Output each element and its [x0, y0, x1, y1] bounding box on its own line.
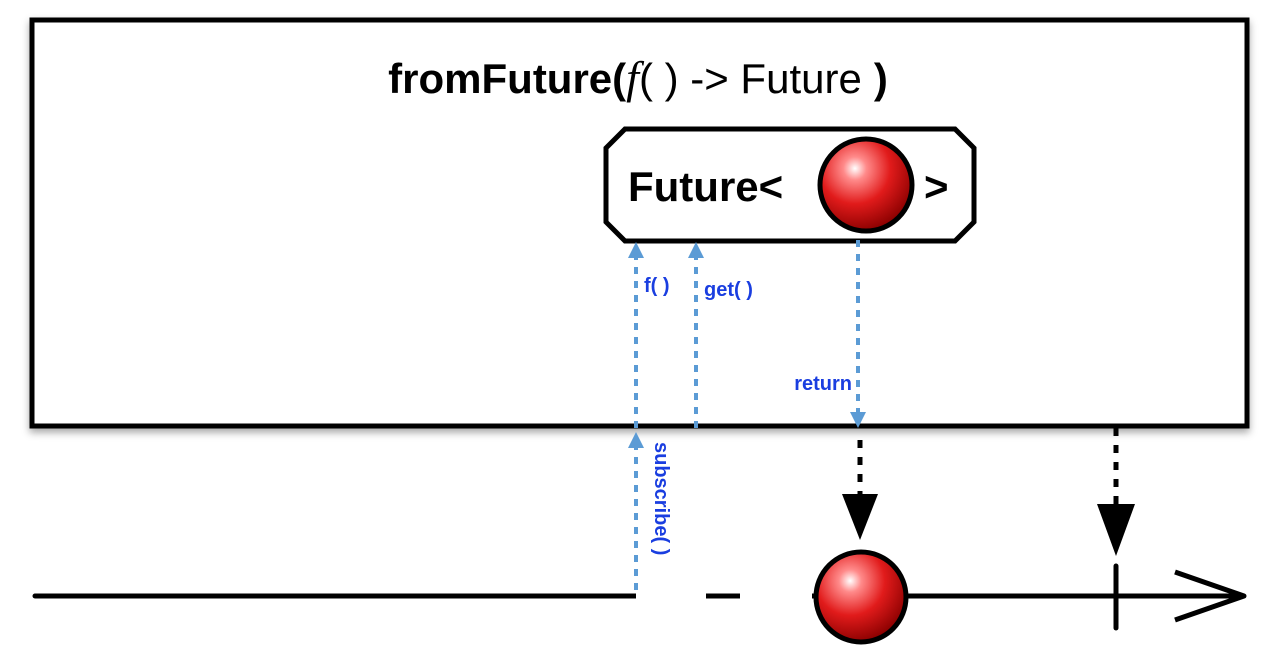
red-sphere-icon [817, 136, 915, 234]
timeline-arrowhead [1174, 569, 1247, 623]
operator-title: fromFuture(f( ) -> Future) [388, 52, 888, 103]
subscribe-call-label: subscribe( ) [650, 442, 672, 555]
emission-marble [813, 549, 909, 645]
completion-arrowhead [1097, 504, 1135, 556]
emission-arrowhead [842, 494, 878, 540]
title-params: ( ) -> Future [639, 55, 862, 102]
title-suffix: ) [874, 55, 888, 102]
get-call-label: get( ) [704, 279, 753, 301]
title-prefix: fromFuture( [388, 55, 626, 102]
f-call-label: f( ) [644, 275, 670, 297]
return-call-label: return [794, 373, 852, 395]
future-label-open: Future< [628, 163, 783, 210]
future-label-close: > [924, 163, 949, 210]
